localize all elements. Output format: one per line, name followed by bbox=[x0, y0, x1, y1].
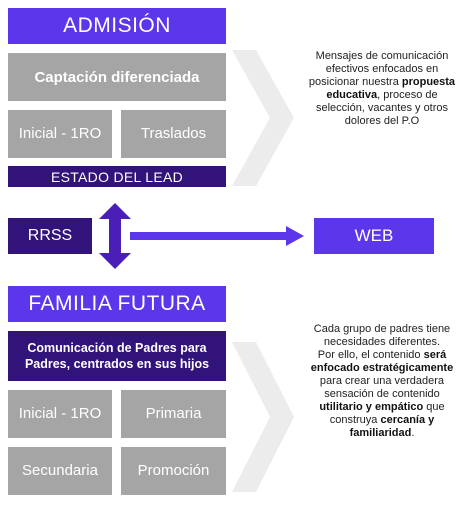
comunicacion-box: Comunicación de Padres para Padres, cent… bbox=[8, 331, 226, 381]
estado-lead-bar: ESTADO DEL LEAD bbox=[8, 166, 226, 187]
familia-header: FAMILIA FUTURA bbox=[8, 286, 226, 322]
rrss-box: RRSS bbox=[8, 218, 92, 254]
inicial-1ro-box: Inicial - 1RO bbox=[8, 110, 112, 158]
admision-description: Mensajes de comunicación efectivos enfoc… bbox=[308, 50, 456, 127]
familia-description: Cada grupo de padres tiene necesidades d… bbox=[310, 323, 454, 439]
chevron-arrow-icon-2 bbox=[232, 342, 294, 492]
admision-header: ADMISIÓN bbox=[8, 8, 226, 44]
chevron-arrow-icon bbox=[232, 50, 294, 186]
primaria-box: Primaria bbox=[121, 390, 226, 438]
captacion-box: Captación diferenciada bbox=[8, 53, 226, 101]
double-arrow-icon bbox=[99, 203, 131, 269]
familia-inicial-box: Inicial - 1RO bbox=[8, 390, 112, 438]
promocion-box: Promoción bbox=[121, 447, 226, 495]
traslados-box: Traslados bbox=[121, 110, 226, 158]
right-arrow-icon bbox=[130, 226, 304, 246]
secundaria-box: Secundaria bbox=[8, 447, 112, 495]
web-box: WEB bbox=[314, 218, 434, 254]
